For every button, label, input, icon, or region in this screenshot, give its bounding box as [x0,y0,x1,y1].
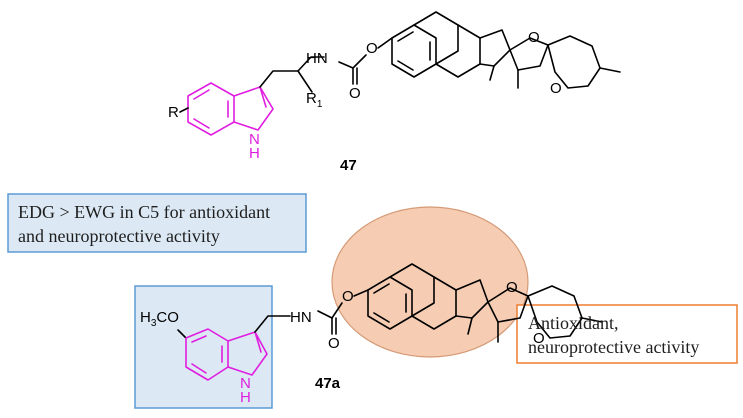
r-substituent-label: R [168,104,179,121]
carbonyl-oxygen-label-47a: O [328,335,340,352]
spiro-oxygen-label-47a: O [533,330,545,347]
indole-n-label: N [249,131,260,148]
compound-label-47: 47 [340,157,357,174]
indole-h-label: H [249,145,260,162]
indole-n-label-47a: N [240,375,251,392]
ring-oxygen-label: O [528,29,540,46]
sar-note-line-1: EDG > EWG in C5 for antioxidant [18,202,270,222]
sar-note-line-2: and neuroprotective activity [18,226,220,246]
compound-label-47a: 47a [315,375,341,392]
compound-47a-structure [177,263,603,381]
estrogen-core-highlight [331,206,529,358]
indole-highlight-box [134,285,273,409]
sar-note-box [7,193,307,253]
r1-label: R1 [306,90,323,110]
compound-47-structure [179,11,621,136]
hn-label-47a: HN [290,309,312,326]
activity-note-line-2: neuroprotective activity [528,337,699,357]
hn-label: HN [306,50,328,67]
spiro-oxygen-label: O [550,80,562,97]
ester-oxygen-label-47a: O [342,288,354,305]
methoxy-label: H3CO [140,309,179,329]
ester-oxygen-label: O [366,40,378,57]
indole-h-label-47a: H [240,389,251,406]
ring-oxygen-label-47a: O [506,279,518,296]
carbonyl-oxygen-label: O [349,85,361,102]
activity-note-line-1: Antioxidant, [528,313,619,333]
activity-note-box [516,304,738,364]
